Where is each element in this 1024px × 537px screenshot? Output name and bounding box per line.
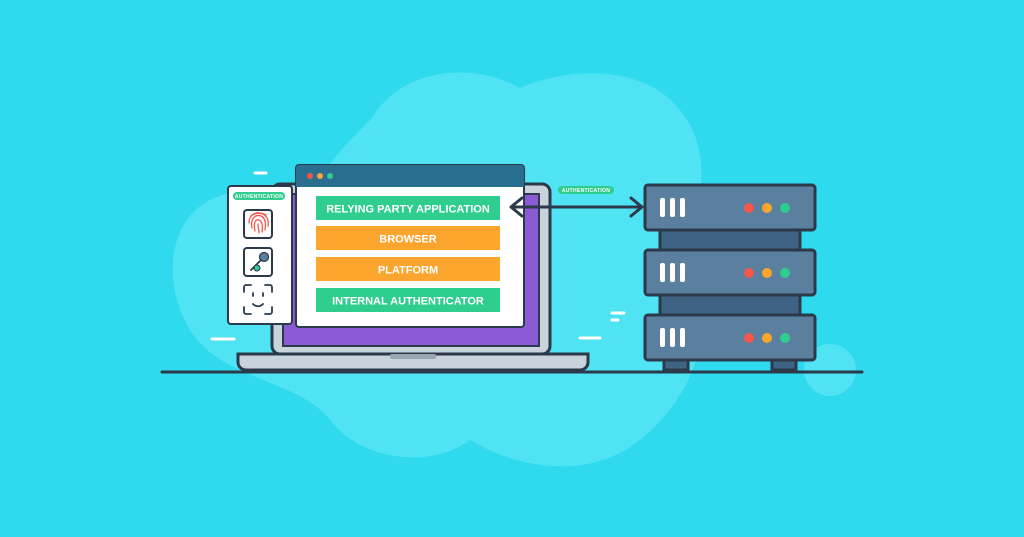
- connection-badge-label: AUTHENTICATION: [562, 188, 610, 194]
- background-dot: [804, 344, 856, 396]
- connection-arrow: [509, 196, 644, 218]
- face-id-icon: [243, 284, 273, 315]
- server-unit: [643, 248, 817, 297]
- stack-layer-internal-authenticator: [316, 288, 500, 312]
- window-dot-green: [327, 173, 333, 179]
- window-dot-red: [307, 173, 313, 179]
- laptop-base: [236, 352, 590, 372]
- fingerprint-icon: [243, 209, 273, 239]
- app-window: RELYING PARTY APPLICATION BROWSER PLATFO…: [295, 164, 525, 328]
- stack-label-browser: BROWSER: [379, 234, 437, 246]
- server-rack: [643, 183, 817, 372]
- decorative-dashes: [210, 171, 626, 341]
- auth-panel-badge-label: AUTHENTICATION: [235, 194, 283, 200]
- stack-layer-platform: [316, 257, 500, 281]
- laptop-notch: [390, 354, 436, 359]
- stack-layer-browser: [316, 226, 500, 250]
- stack-label-internal-authenticator: INTERNAL AUTHENTICATOR: [332, 296, 484, 308]
- auth-panel-badge: [233, 192, 285, 200]
- stack-label-platform: PLATFORM: [378, 265, 438, 277]
- key-icon: [243, 247, 273, 277]
- connection-badge: [558, 186, 614, 194]
- auth-panel: AUTHENTICATION: [227, 185, 293, 325]
- server-unit: [643, 313, 817, 362]
- window-dot-orange: [317, 173, 323, 179]
- stack-label-relying-party: RELYING PARTY APPLICATION: [326, 204, 490, 216]
- stack-layer-relying-party: [316, 196, 500, 220]
- server-unit: [643, 183, 817, 232]
